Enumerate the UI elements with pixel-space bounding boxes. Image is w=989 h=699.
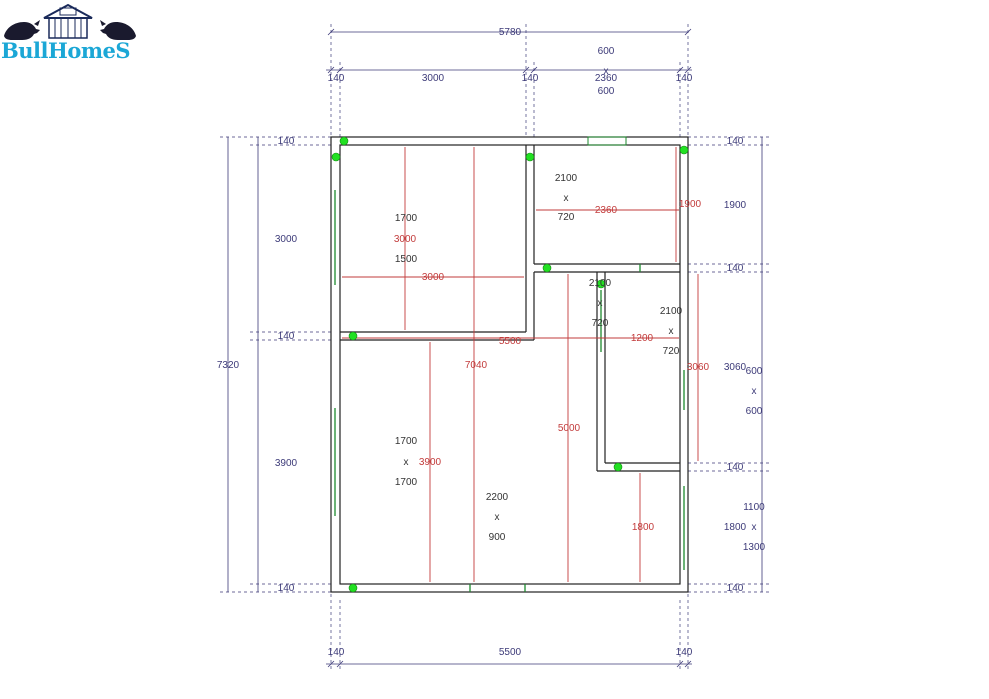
dim-right-2: 1900 <box>724 200 747 211</box>
label-door-entrance-a: 2200 <box>486 492 509 503</box>
room3-height: 3060 <box>687 362 710 373</box>
dim-top-4: 2360 <box>595 73 618 84</box>
label-door-entrance-b: 900 <box>489 532 506 543</box>
room1-width: 3000 <box>422 272 445 283</box>
label-door-right-room-a: 2100 <box>660 306 683 317</box>
dim-top-5: 140 <box>676 73 693 84</box>
full-height: 7040 <box>465 360 488 371</box>
room2-height: 1900 <box>679 199 702 210</box>
openings <box>334 136 685 592</box>
label-door-top-right-x: x <box>564 193 569 204</box>
walls <box>330 136 689 593</box>
dim-right-1: 140 <box>727 136 744 147</box>
dim-right-6: 1800 <box>724 522 747 533</box>
room3-width: 1200 <box>631 333 654 344</box>
dim-top-3: 140 <box>522 73 539 84</box>
window-low-b: 1300 <box>743 542 766 553</box>
overall-height: 7320 <box>217 360 240 371</box>
opening-labels: 1700 1500 1700 x 1700 2100 x 720 2100 x … <box>395 173 683 543</box>
label-window-left-upper-a: 1700 <box>395 213 418 224</box>
room2-width: 2360 <box>595 205 618 216</box>
label-window-left-lower-x: x <box>404 457 409 468</box>
dim-right-3: 140 <box>727 263 744 274</box>
inner-dimension-labels: 3000 3000 5500 7040 2360 1900 1200 3060 … <box>394 199 710 533</box>
dim-bottom-2: 5500 <box>499 647 522 658</box>
label-window-left-lower-b: 1700 <box>395 477 418 488</box>
top-dimension-labels: 5780 140 3000 140 2360 140 600 x 600 <box>328 27 693 97</box>
label-door-entrance-x: x <box>495 512 500 523</box>
window-mid-a: 600 <box>746 366 763 377</box>
dim-bottom-3: 140 <box>676 647 693 658</box>
right-dimension-labels: 140 1900 140 3060 140 1800 140 600 x 600… <box>724 136 766 594</box>
label-door-center-a: 2100 <box>589 278 612 289</box>
window-low-x: x <box>752 522 757 533</box>
dim-top-1: 140 <box>328 73 345 84</box>
dimension-lines <box>227 28 763 668</box>
label-window-left-upper-b: 1500 <box>395 254 418 265</box>
corridor-width: 5500 <box>499 336 522 347</box>
wall-nodes <box>331 136 689 593</box>
left-bull-icon <box>4 20 40 40</box>
bullhomes-logo[interactable]: BullHomeS <box>1 3 136 63</box>
hall-height: 3900 <box>419 457 442 468</box>
dim-top-2: 3000 <box>422 73 445 84</box>
dim-left-5: 140 <box>278 583 295 594</box>
dim-left-4: 3900 <box>275 458 298 469</box>
label-door-right-room-x: x <box>669 326 674 337</box>
dim-bottom-1: 140 <box>328 647 345 658</box>
right-bull-icon <box>100 20 136 40</box>
room1-height: 3000 <box>394 234 417 245</box>
window-top-x: x <box>604 66 609 77</box>
label-door-top-right-a: 2100 <box>555 173 578 184</box>
label-window-left-lower-a: 1700 <box>395 436 418 447</box>
dim-left-3: 140 <box>278 331 295 342</box>
window-top-b: 600 <box>598 86 615 97</box>
dim-left-1: 140 <box>278 136 295 147</box>
label-door-center-b: 720 <box>592 318 609 329</box>
brand-name: BullHomeS <box>1 38 130 63</box>
inner-dimensions <box>342 147 699 582</box>
label-door-center-x: x <box>598 298 603 309</box>
label-door-top-right-b: 720 <box>558 212 575 223</box>
dim-right-7: 140 <box>727 583 744 594</box>
center-height: 5000 <box>558 423 581 434</box>
label-door-right-room-b: 720 <box>663 346 680 357</box>
bottom-dimension-labels: 140 5500 140 <box>328 647 693 658</box>
overall-width: 5780 <box>499 27 522 38</box>
dim-left-2: 3000 <box>275 234 298 245</box>
left-dimension-labels: 7320 140 3000 140 3900 140 <box>217 136 298 594</box>
window-top-a: 600 <box>598 46 615 57</box>
house-icon <box>43 3 93 39</box>
low-height: 1800 <box>632 522 655 533</box>
dim-right-5: 140 <box>727 462 744 473</box>
window-mid-b: 600 <box>746 406 763 417</box>
dim-right-4: 3060 <box>724 362 747 373</box>
window-mid-x: x <box>752 386 757 397</box>
window-low-a: 1100 <box>743 502 765 513</box>
